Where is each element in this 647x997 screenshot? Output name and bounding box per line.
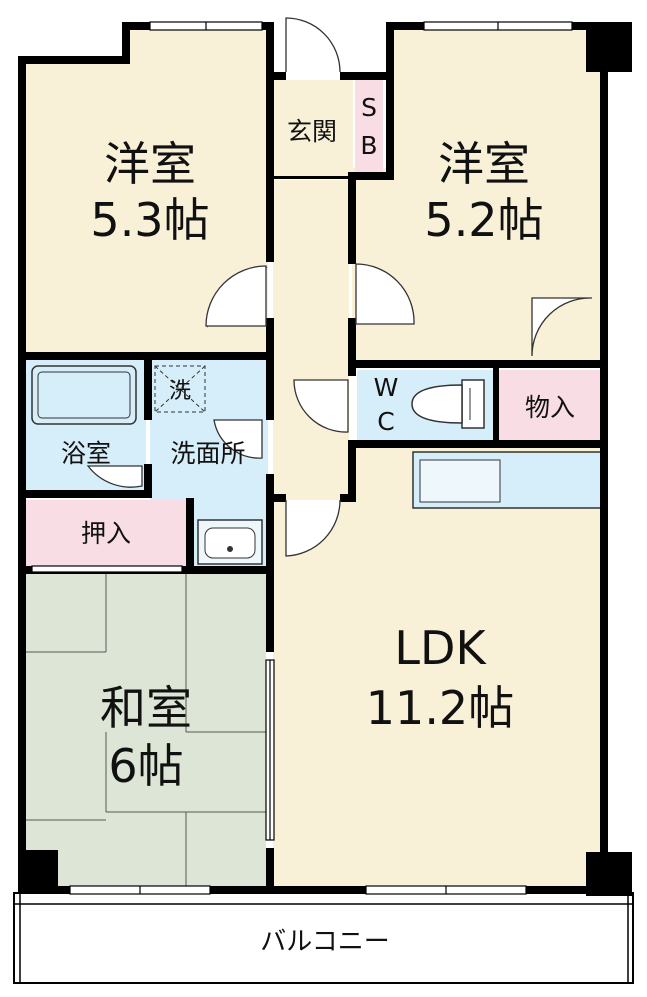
washroom-label: 洗面所 [170,439,245,468]
ldk-size: 11.2帖 [366,681,514,735]
shoe-box-b: B [360,131,377,160]
western-left-size: 5.3帖 [90,193,209,247]
western-room-right-floor [352,28,600,360]
kitchen-counter [412,451,602,509]
genkan-floor [273,80,353,178]
closet-label: 押入 [81,519,131,548]
shoe-box-s: S [361,93,377,122]
washer-label: 洗 [169,379,191,404]
shoe-box-fill [355,80,383,172]
bath-label: 浴室 [61,439,111,468]
western-left-name: 洋室 [104,137,196,191]
storage-floor [498,370,602,440]
bathtub [31,365,137,425]
walls [18,22,632,896]
ldk-floor [273,446,600,893]
genkan-label: 玄関 [287,117,337,146]
toilet [411,379,485,429]
japanese-name: 和室 [100,681,192,735]
tatami-lines [26,572,266,892]
wc-w: W [374,373,399,402]
balcony-label: バルコニー [260,927,389,957]
western-right-name: 洋室 [438,137,530,191]
hallway-floor [273,180,349,500]
western-room-left-floor [24,28,268,352]
closet-floor [26,500,186,568]
balcony: バルコニー [13,892,634,984]
windows [31,21,573,895]
storage-label: 物入 [525,393,575,422]
ldk-name: LDK [394,621,487,675]
japanese-size: 6帖 [108,739,183,793]
wc-c: C [377,407,394,436]
western-right-size: 5.2帖 [424,193,543,247]
balcony-area [13,892,634,984]
doors [86,17,593,557]
